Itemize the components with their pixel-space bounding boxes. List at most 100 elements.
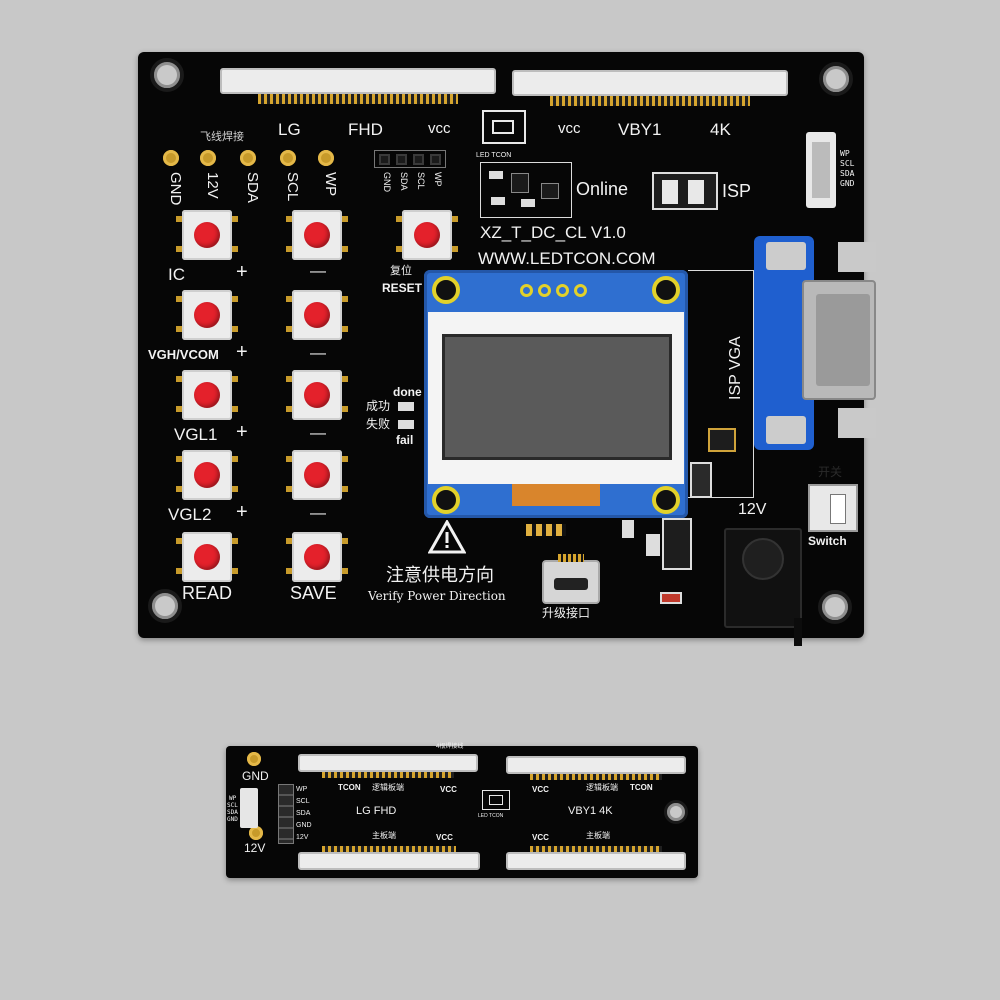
- side-pin-scl: SCL: [840, 159, 855, 168]
- oled-pin: [574, 284, 587, 297]
- button-read[interactable]: [176, 528, 238, 586]
- button-cap: [304, 382, 330, 408]
- header-label-scl: SCL: [416, 172, 426, 190]
- usb-port[interactable]: [542, 554, 600, 604]
- adapter-connector-teeth: [322, 846, 456, 852]
- side-pin-sda: SDA: [840, 169, 855, 178]
- oled-pin: [538, 284, 551, 297]
- pad-label-wp: WP: [322, 172, 339, 197]
- mounting-hole: [148, 589, 182, 623]
- button-cap: [194, 544, 220, 570]
- pad-sda: [240, 150, 256, 166]
- adapter-right-vcc: VCC: [532, 785, 549, 794]
- upgrade-label: 升级接口: [542, 606, 591, 620]
- label-vcc-right: vcc: [558, 120, 581, 137]
- pad-12v: [200, 150, 216, 166]
- button-cap: [304, 462, 330, 488]
- led-fail: [398, 420, 414, 429]
- adapter-connector-right-bottom: [506, 852, 686, 870]
- website-label: WWW.LEDTCON.COM: [478, 249, 656, 268]
- pad-label-sda: SDA: [244, 172, 261, 203]
- adapter-connector-teeth: [530, 774, 662, 780]
- label-vgh-plus: +: [236, 341, 248, 363]
- side-pin-gnd: GND: [840, 179, 855, 188]
- button-vgh-vcom-minus[interactable]: [286, 286, 348, 344]
- adapter-header-scl: SCL: [296, 798, 310, 805]
- side-connector-top: [806, 132, 836, 208]
- button-ic-minus[interactable]: [286, 206, 348, 264]
- adapter-led-tcon-label: LED TCON: [478, 813, 504, 819]
- pin-header: [374, 150, 446, 168]
- adapter-top-tiny: 4根焊接线: [436, 744, 464, 750]
- button-reset[interactable]: [396, 206, 458, 264]
- header-label-wp: WP: [433, 172, 443, 187]
- adapter-side-connector: [240, 788, 258, 828]
- dc-jack-pin: [794, 618, 802, 646]
- regulator: [662, 518, 692, 570]
- online-label: Online: [576, 179, 629, 199]
- label-vgl2: VGL2: [168, 505, 212, 524]
- button-vgh-vcom-plus[interactable]: [176, 286, 238, 344]
- button-vgl1-plus[interactable]: [176, 366, 238, 424]
- smd-part: [526, 524, 566, 536]
- button-vgl2-minus[interactable]: [286, 446, 348, 504]
- power-12v-label: 12V: [738, 501, 767, 518]
- fail-cn-label: 失败: [366, 417, 391, 431]
- adapter-led-tcon-icon: [482, 790, 510, 810]
- pad-label-12v: 12V: [204, 172, 221, 199]
- label-ic: IC: [168, 265, 185, 284]
- button-save[interactable]: [286, 528, 348, 586]
- adapter-side-sda: SDA: [227, 809, 238, 816]
- oled-hole: [652, 486, 680, 514]
- label-vgl1: VGL1: [174, 425, 218, 444]
- adapter-pin-header: [278, 784, 294, 844]
- ic-area: [480, 162, 572, 218]
- oled-hole: [432, 276, 460, 304]
- label-vgl2-plus: +: [236, 501, 248, 523]
- power-switch[interactable]: [808, 484, 858, 532]
- button-vgl2-plus[interactable]: [176, 446, 238, 504]
- fpc-connector-vby1-4k: [512, 70, 788, 110]
- side-pin-wp: WP: [840, 149, 850, 158]
- vga-connector: [752, 232, 880, 454]
- adapter-connector-teeth: [530, 846, 662, 852]
- oled-ribbon: [512, 484, 600, 506]
- label-vby1: VBY1: [618, 120, 662, 139]
- smd-part: [622, 520, 634, 538]
- switch-label: Switch: [808, 534, 847, 548]
- capacitor: [708, 428, 736, 452]
- label-fhd: FHD: [348, 120, 383, 139]
- oled-pin: [520, 284, 533, 297]
- switch-toggle: [830, 494, 846, 524]
- adapter-side-scl: SCL: [227, 802, 238, 809]
- adapter-header-gnd: GND: [296, 822, 312, 829]
- fail-label: fail: [396, 433, 414, 447]
- adapter-right-bottom-vcc: VCC: [532, 833, 549, 842]
- header-label-gnd: GND: [382, 172, 392, 192]
- pad-wp: [318, 150, 334, 166]
- model-label: XZ_T_DC_CL V1.0: [480, 223, 626, 242]
- button-cap: [414, 222, 440, 248]
- dip-switch[interactable]: [652, 172, 718, 210]
- adapter-left-cn: 逻辑板端: [372, 783, 404, 792]
- adapter-12v-label: 12V: [244, 841, 266, 855]
- oled-pin: [556, 284, 569, 297]
- led-tcon-icon: [480, 108, 530, 160]
- fpc-connector-lg-fhd: [220, 68, 496, 108]
- adapter-right-bottom-cn: 主板端: [586, 831, 610, 840]
- label-vcc-left: vcc: [428, 120, 451, 137]
- label-vgl2-minus: —: [310, 505, 326, 522]
- button-vgl1-minus[interactable]: [286, 366, 348, 424]
- label-4k: 4K: [710, 120, 731, 139]
- warning-en-label: Verify Power Direction: [368, 589, 506, 603]
- vga-outline: [688, 270, 754, 498]
- adapter-left-bottom-cn: 主板端: [372, 831, 396, 840]
- mounting-hole: [819, 62, 853, 96]
- button-cap: [304, 222, 330, 248]
- button-ic-plus[interactable]: [176, 206, 238, 264]
- adapter-side-gnd: GND: [227, 816, 238, 823]
- mounting-hole: [150, 58, 184, 92]
- adapter-left-tcon: TCON: [338, 783, 361, 792]
- label-vgl1-minus: —: [310, 425, 326, 442]
- pad-label-gnd: GND: [167, 172, 184, 206]
